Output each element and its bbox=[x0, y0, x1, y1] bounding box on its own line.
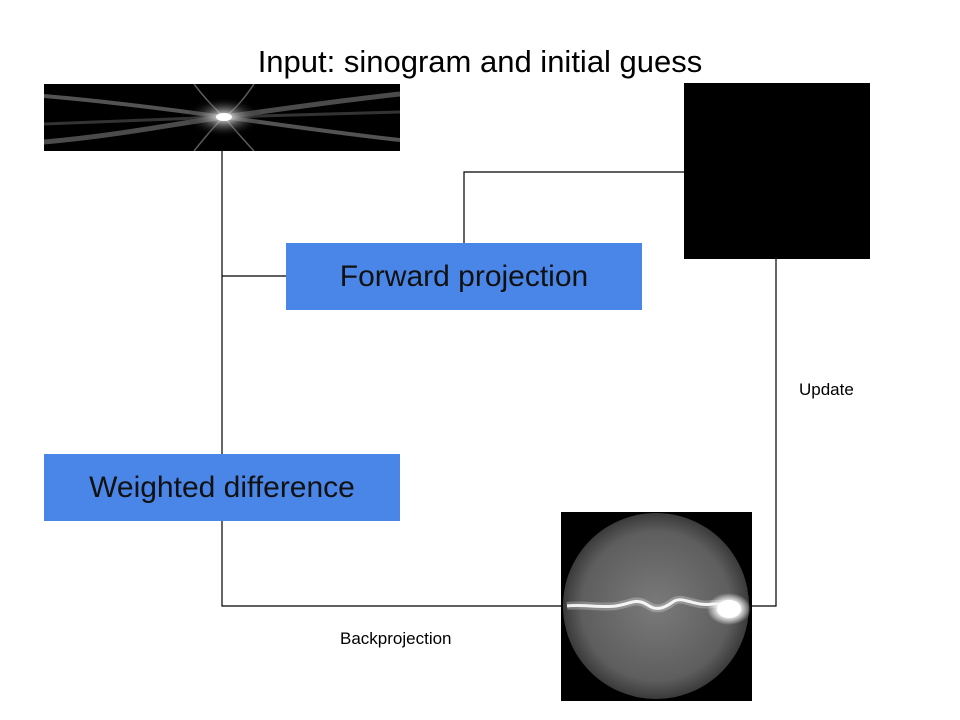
diagram-title: Input: sinogram and initial guess bbox=[257, 44, 703, 79]
connector-update bbox=[752, 259, 777, 607]
backprojection-image bbox=[561, 512, 752, 701]
weighted-difference-node: Weighted difference bbox=[44, 454, 400, 521]
weighted-difference-label: Weighted difference bbox=[89, 470, 355, 504]
sinogram-image bbox=[44, 84, 400, 151]
forward-projection-label: Forward projection bbox=[339, 259, 589, 293]
forward-projection-node: Forward projection bbox=[286, 243, 642, 310]
connector-weighted-to-backprojection bbox=[221, 521, 561, 607]
initial-guess-image bbox=[684, 83, 870, 259]
connector-forward-to-guess bbox=[463, 171, 684, 243]
update-label: Update bbox=[799, 380, 854, 399]
backprojection-label: Backprojection bbox=[340, 629, 452, 648]
